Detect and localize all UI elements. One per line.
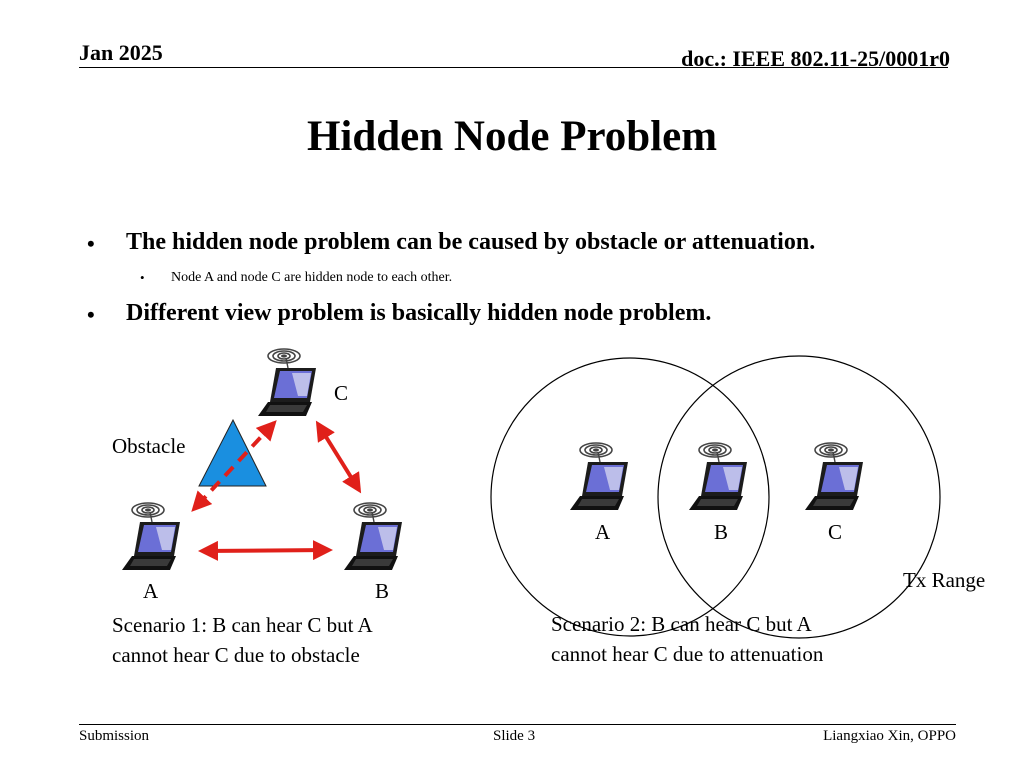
tx-range-label: Tx Range: [903, 568, 986, 592]
caption-line: cannot hear C due to attenuation: [551, 642, 824, 666]
link-arrow-a-b: [198, 540, 333, 561]
laptop-icon: [343, 502, 403, 571]
bullet-2-text: Different view problem is basically hidd…: [126, 300, 712, 326]
footer-divider: [79, 724, 956, 725]
header-date: Jan 2025: [79, 40, 163, 65]
footer-slide-number: Slide 3: [493, 728, 536, 744]
caption-line: Scenario 2: B can hear C but A: [551, 612, 812, 636]
header-doc-id: doc.: IEEE 802.11-25/0001r0: [681, 46, 950, 71]
node-label-a: A: [595, 520, 611, 544]
tx-range-circle-a: [490, 357, 770, 637]
caption-line: cannot hear C due to obstacle: [112, 643, 360, 667]
link-arrow-b-c: [315, 420, 362, 494]
node-label-b: B: [375, 579, 390, 603]
bullet-marker: •: [87, 231, 95, 256]
bullet-1-text: The hidden node problem can be caused by…: [126, 229, 816, 255]
obstacle-label: Obstacle: [112, 434, 186, 458]
node-label-c: C: [334, 381, 349, 405]
slide-title: Hidden Node Problem: [306, 113, 718, 160]
footer-author: Liangxiao Xin, OPPO: [823, 728, 956, 744]
laptop-icon: [121, 502, 181, 571]
caption-line: Scenario 1: B can hear C but A: [112, 613, 373, 637]
header-divider: [79, 67, 948, 68]
obstacle-triangle-icon: [198, 418, 267, 487]
tx-range-circle-c: [657, 355, 941, 639]
bullet-marker: •: [87, 302, 95, 327]
scenario-1-caption: Scenario 1: B can hear C but A cannot he…: [112, 610, 373, 670]
node-label-c: C: [828, 520, 843, 544]
sub-bullet-marker: •: [140, 270, 145, 285]
laptop-icon: [804, 442, 864, 511]
laptop-icon: [688, 442, 748, 511]
laptop-icon: [569, 442, 629, 511]
node-label-b: B: [714, 520, 729, 544]
node-label-a: A: [143, 579, 159, 603]
footer-left: Submission: [79, 728, 150, 744]
laptop-icon: [257, 348, 317, 417]
scenario-2-caption: Scenario 2: B can hear C but A cannot he…: [551, 609, 823, 669]
sub-bullet-1-text: Node A and node C are hidden node to eac…: [171, 270, 453, 285]
